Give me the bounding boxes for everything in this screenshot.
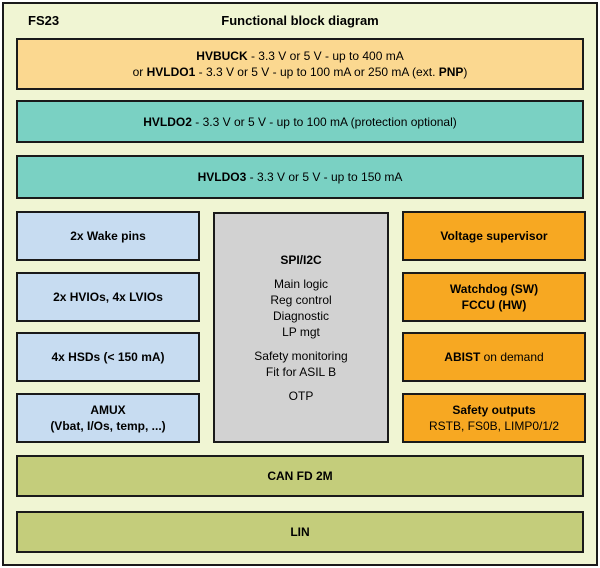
- block-amux: AMUX (Vbat, I/Os, temp, ...): [16, 393, 200, 443]
- block-hvbuck-hvldo1: HVBUCK - 3.3 V or 5 V - up to 400 mA or …: [16, 38, 584, 90]
- chip-name: FS23: [28, 13, 60, 28]
- hvios-lvios-label: 2x HVIOs, 4x LVIOs: [53, 290, 163, 304]
- fccu-label: FCCU (HW): [461, 298, 527, 312]
- core-function-line: Diagnostic: [272, 308, 330, 323]
- block-abist: ABIST on demand: [402, 332, 586, 382]
- can-fd-label: CAN FD 2M: [267, 469, 333, 483]
- block-safety-outputs: Safety outputs RSTB, FS0B, LIMP0/1/2: [402, 393, 586, 443]
- block-hvios-lvios: 2x HVIOs, 4x LVIOs: [16, 272, 200, 322]
- spi-i2c-label: SPI/I2C: [280, 252, 322, 267]
- abist-label: ABIST on demand: [444, 350, 544, 364]
- lin-label: LIN: [290, 525, 310, 539]
- block-lin: LIN: [16, 511, 584, 553]
- amux-sublabel: (Vbat, I/Os, temp, ...): [50, 419, 166, 433]
- core-safety-line: Safety monitoring: [254, 348, 348, 363]
- block-wake-pins: 2x Wake pins: [16, 211, 200, 261]
- block-voltage-supervisor: Voltage supervisor: [402, 211, 586, 261]
- hvbuck-line: HVBUCK - 3.3 V or 5 V - up to 400 mA: [196, 49, 404, 63]
- core-safety-line: Fit for ASIL B: [265, 364, 337, 379]
- block-watchdog-fccu: Watchdog (SW) FCCU (HW): [402, 272, 586, 322]
- amux-label: AMUX: [90, 403, 126, 417]
- wake-pins-label: 2x Wake pins: [70, 229, 146, 243]
- otp-label: OTP: [288, 388, 314, 403]
- core-function-line: LP mgt: [282, 324, 320, 339]
- voltage-supervisor-label: Voltage supervisor: [440, 229, 548, 243]
- block-can-fd: CAN FD 2M: [16, 455, 584, 497]
- block-hvldo3: HVLDO3 - 3.3 V or 5 V - up to 150 mA: [16, 155, 584, 199]
- hsds-label: 4x HSDs (< 150 mA): [51, 350, 165, 364]
- hvldo2-line: HVLDO2 - 3.3 V or 5 V - up to 100 mA (pr…: [143, 114, 457, 129]
- block-hsds: 4x HSDs (< 150 mA): [16, 332, 200, 382]
- core-function-line: Reg control: [270, 292, 332, 307]
- hvldo3-line: HVLDO3 - 3.3 V or 5 V - up to 150 mA: [197, 170, 403, 184]
- core-function-line: Main logic: [273, 276, 329, 291]
- block-main-logic: SPI/I2C Main logic Reg control Diagnosti…: [213, 212, 389, 443]
- watchdog-label: Watchdog (SW): [449, 282, 539, 296]
- safety-outputs-label: Safety outputs: [452, 403, 536, 417]
- block-hvldo2: HVLDO2 - 3.3 V or 5 V - up to 100 mA (pr…: [16, 100, 584, 143]
- hvldo1-line: or HVLDO1 - 3.3 V or 5 V - up to 100 mA …: [132, 65, 468, 79]
- diagram-title: Functional block diagram: [221, 13, 379, 28]
- safety-outputs-signals: RSTB, FS0B, LIMP0/1/2: [428, 419, 560, 433]
